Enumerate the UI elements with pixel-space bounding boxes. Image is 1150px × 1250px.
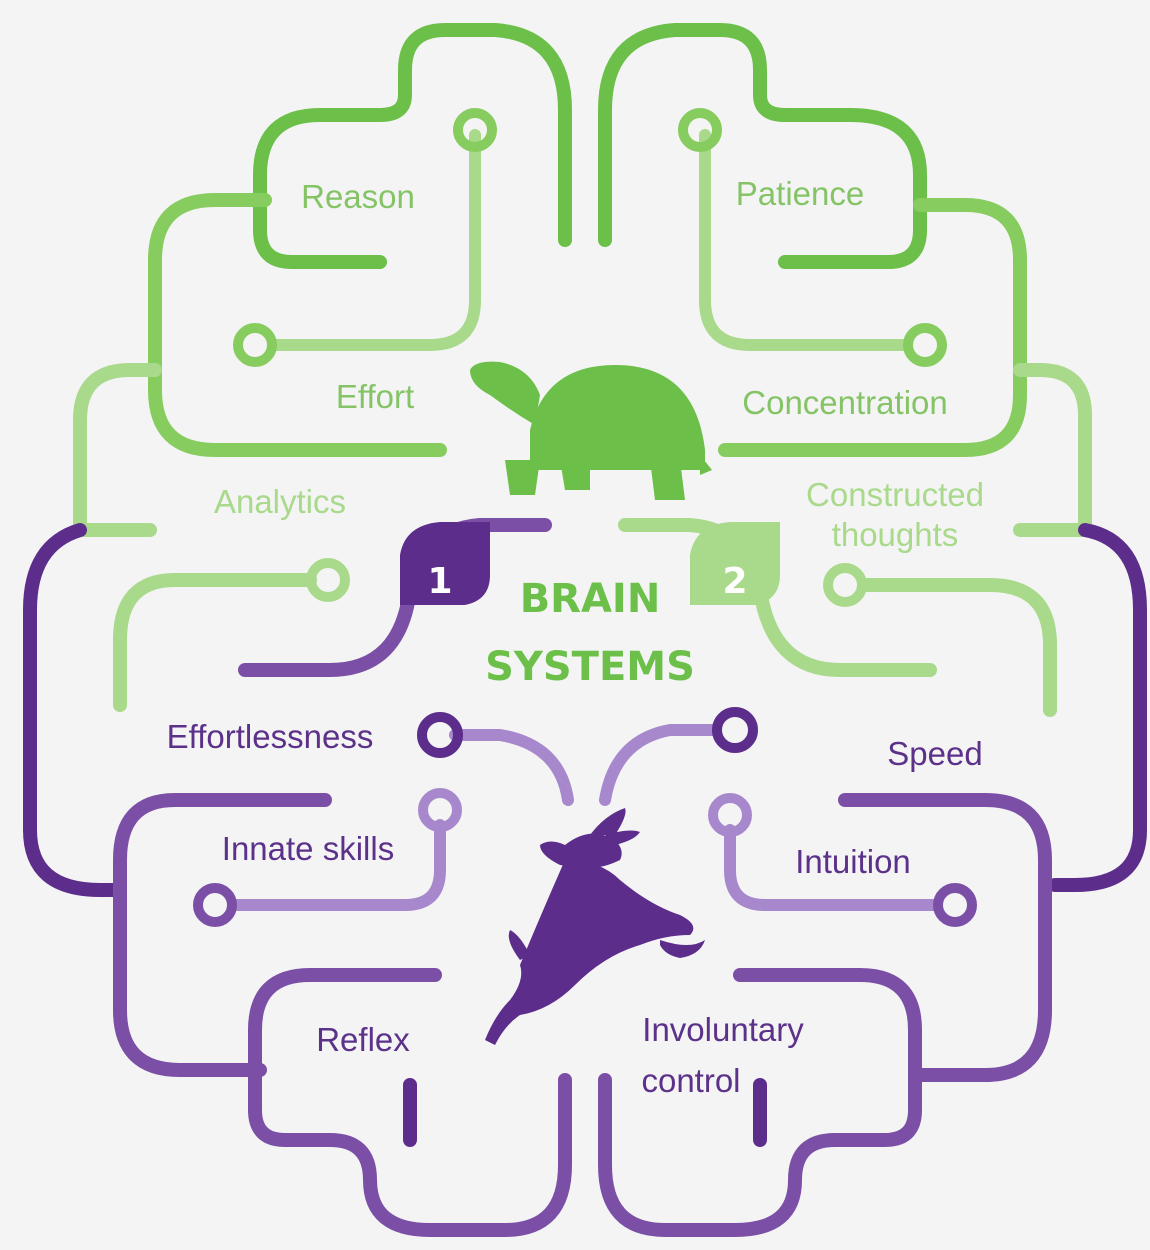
trait-reason: Reason [301, 178, 415, 215]
purple-node-intuition-right [933, 883, 977, 927]
trait-constructed-line1: Constructed [806, 476, 984, 513]
purple-line-bottom-right [598, 968, 922, 1237]
purple-connector-effortlessness [449, 729, 574, 806]
green-line-left-far [73, 363, 162, 537]
badge-system1-shape [400, 522, 490, 605]
green-node-analytics [306, 558, 350, 602]
green-node-reason [453, 108, 497, 152]
purple-connector-intuition [724, 824, 941, 911]
purple-line-left-lower [113, 793, 332, 1077]
green-line-right-outer [718, 198, 1027, 457]
trait-speed: Speed [887, 735, 982, 772]
purple-node-innate-left [193, 883, 237, 927]
green-line-top-left-lobe [253, 23, 572, 269]
green-connector-patience [699, 129, 911, 351]
rabbit-icon [485, 808, 705, 1045]
green-line-right-far [1013, 363, 1092, 537]
trait-reflex: Reflex [316, 1021, 410, 1058]
green-node-constructed [823, 563, 867, 607]
purple-node-intuition-top [708, 793, 752, 837]
diagram-title-line2: SYSTEMS [485, 644, 695, 690]
green-node-patience [678, 108, 722, 152]
trait-effort: Effort [336, 378, 414, 415]
purple-line-left-outer [23, 523, 122, 897]
green-connector-analytics [113, 573, 317, 712]
green-line-left-outer [148, 193, 447, 457]
purple-line-right-outer [1048, 523, 1147, 892]
purple-node-innate-top [418, 788, 462, 832]
purple-connector-speed [599, 724, 721, 806]
purple-connector-innate-skills [229, 819, 446, 911]
turtle-icon [470, 361, 712, 500]
purple-line-right-lower [838, 793, 1052, 1082]
trait-effortlessness: Effortlessness [167, 718, 374, 755]
diagram-title-line1: BRAIN [520, 576, 661, 622]
trait-intuition: Intuition [795, 843, 911, 880]
trait-involuntary-line1: Involuntary [642, 1011, 804, 1048]
green-line-top-right-lobe [598, 23, 927, 269]
badge-system1-number: 1 [427, 561, 452, 602]
trait-involuntary-line2: control [641, 1062, 740, 1099]
trait-analytics: Analytics [214, 483, 346, 520]
badge-system2-shape [690, 522, 780, 605]
badge-system2-number: 2 [722, 561, 747, 602]
trait-concentration: Concentration [742, 384, 947, 421]
trait-constructed-line2: thoughts [832, 516, 959, 553]
green-connector-reason [269, 129, 481, 351]
purple-node-speed [712, 707, 758, 753]
trait-patience: Patience [736, 175, 864, 212]
green-connector-constructed [858, 578, 1057, 717]
purple-line-bottom-left [248, 968, 572, 1237]
green-node-effort [233, 323, 277, 367]
purple-node-effortlessness [417, 712, 463, 758]
trait-innate-skills: Innate skills [222, 830, 394, 867]
green-node-concentration [903, 323, 947, 367]
